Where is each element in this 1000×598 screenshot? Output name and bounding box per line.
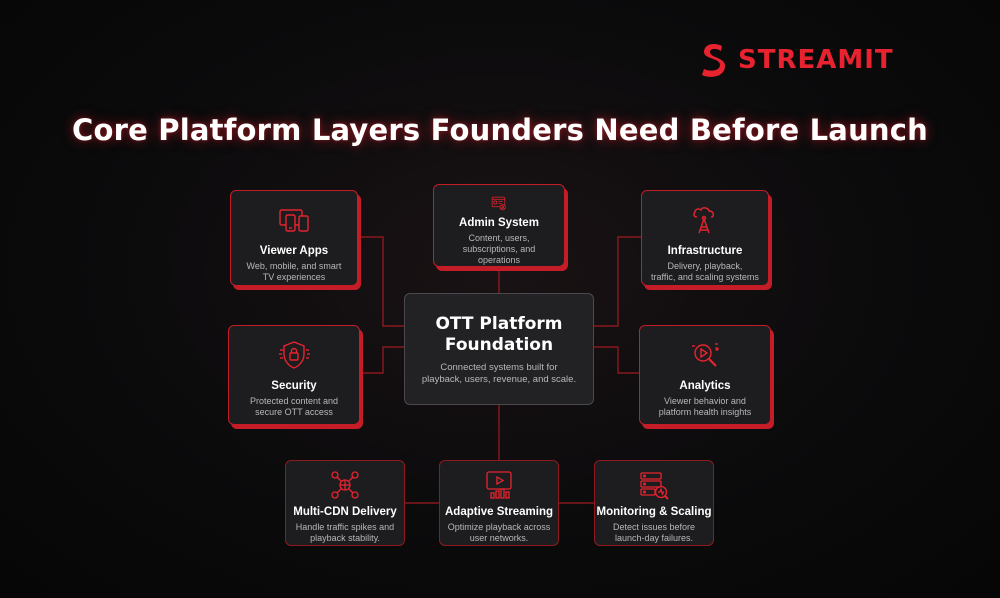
connector-viewer-apps	[358, 236, 404, 327]
card-desc: Web, mobile, and smart TV experiences	[246, 261, 342, 282]
card-multi-cdn-delivery: Multi-CDN Delivery Handle traffic spikes…	[285, 460, 405, 546]
brand-logo: STREAMIT	[700, 42, 894, 78]
connector-security	[360, 346, 404, 374]
devices-icon	[279, 209, 309, 232]
card-title: Multi-CDN Delivery	[293, 506, 397, 518]
card-desc: Content, users, subscriptions, and opera…	[462, 233, 536, 265]
card-admin-system: Admin System Content, users, subscriptio…	[433, 184, 565, 267]
card-monitoring-scaling: Monitoring & Scaling Detect issues befor…	[594, 460, 714, 546]
card-desc: Optimize playback across user networks.	[447, 522, 551, 543]
server-monitor-icon	[640, 472, 669, 500]
card-infrastructure: Infrastructure Delivery, playback, traff…	[641, 190, 769, 286]
card-desc: Detect issues before launch-day failures…	[612, 522, 696, 543]
card-adaptive-streaming: Adaptive Streaming Optimize playback acr…	[439, 460, 559, 546]
card-desc: Viewer behavior and platform health insi…	[658, 396, 752, 417]
video-bars-icon	[486, 471, 512, 499]
brand-name: STREAMIT	[738, 45, 894, 75]
network-globe-icon	[331, 471, 359, 499]
card-title: Admin System	[459, 217, 539, 229]
connector-infrastructure	[594, 236, 641, 327]
card-title: Security	[271, 380, 317, 392]
card-desc: Handle traffic spikes and playback stabi…	[295, 522, 395, 543]
card-desc: Protected content and secure OTT access	[249, 396, 339, 417]
streamit-logo-icon	[702, 44, 725, 77]
card-title: Monitoring & Scaling	[596, 506, 712, 518]
card-security: Security Protected content and secure OT…	[228, 325, 360, 425]
card-title: Adaptive Streaming	[445, 506, 553, 518]
center-foundation: OTT Platform Foundation Connected system…	[404, 293, 594, 405]
admin-dashboard-icon	[491, 196, 506, 211]
analytics-magnifier-icon	[692, 343, 719, 367]
card-title: Analytics	[679, 380, 731, 392]
card-title: Viewer Apps	[259, 245, 329, 257]
card-viewer-apps: Viewer Apps Web, mobile, and smart TV ex…	[230, 190, 358, 286]
cloud-tower-icon	[693, 207, 714, 234]
card-analytics: Analytics Viewer behavior and platform h…	[639, 325, 771, 425]
center-title: OTT Platform Foundation	[435, 314, 563, 355]
card-desc: Delivery, playback, traffic, and scaling…	[651, 261, 759, 282]
connector-analytics	[594, 346, 641, 374]
card-title: Infrastructure	[667, 245, 743, 257]
shield-lock-icon	[279, 341, 310, 369]
page-title: Core Platform Layers Founders Need Befor…	[72, 113, 928, 147]
center-desc: Connected systems built for playback, us…	[421, 362, 577, 385]
